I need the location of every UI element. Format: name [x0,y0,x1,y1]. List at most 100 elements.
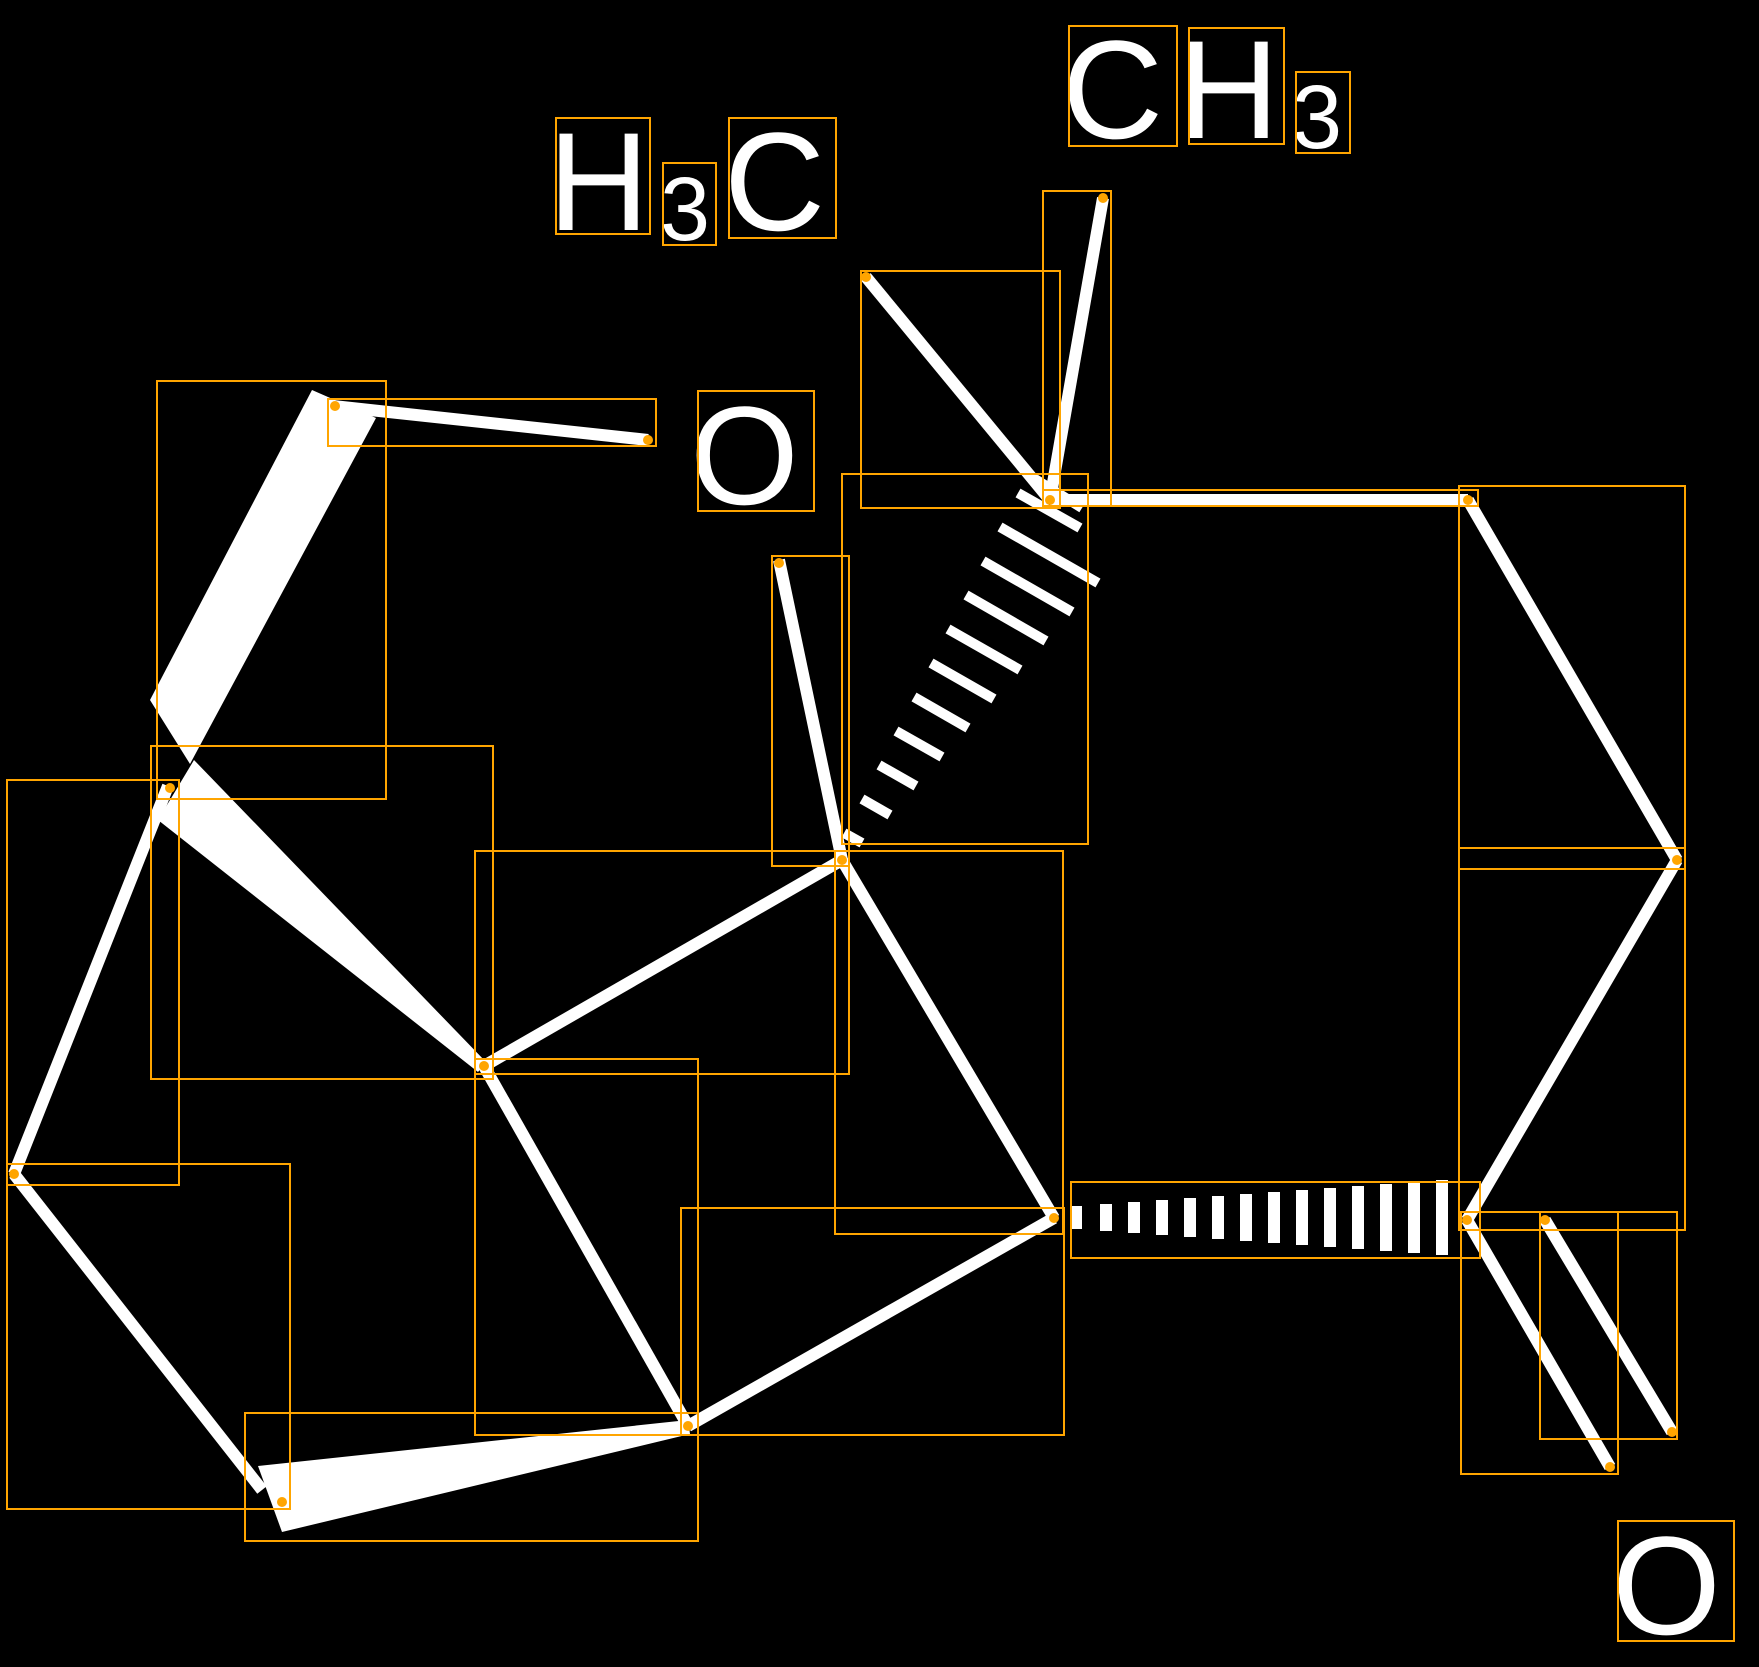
annotation-box [6,1163,291,1510]
ch3-c-label: C [1062,11,1163,168]
hash-line [1380,1184,1392,1251]
bond-line [481,854,845,1072]
hash-line [980,556,1075,617]
hash-line [963,590,1049,646]
bond-line [773,558,848,862]
bond-line [685,1212,1057,1432]
annotation-boxes [6,25,1735,1642]
bond-line [332,400,649,446]
annotation-box [474,1058,699,1436]
annotation-box [474,850,850,1075]
annotation-box [771,555,850,867]
anchor-dot [1098,193,1108,203]
h3c-3-subscript: 3 [660,160,710,260]
hash-line [1184,1198,1196,1237]
annotation-box [1042,489,1479,507]
bond-line [478,1063,694,1429]
annotation-box [6,779,180,1186]
anchor-dot [861,272,871,282]
annotation-box [697,390,815,512]
hash-line [1268,1192,1280,1243]
annotation-box [156,380,387,800]
annotation-box [1070,1181,1481,1259]
annotation-box [1295,71,1351,154]
hash-line [911,692,971,733]
anchor-dot [1045,495,1055,505]
annotation-box [150,745,494,1080]
hash-line [1100,1204,1112,1231]
bond-line [8,783,174,1177]
hash-line [928,658,997,704]
bond-line [1044,196,1109,502]
hash-line [1408,1182,1420,1253]
hash-line [945,624,1023,675]
annotation-box [728,117,837,239]
bonds [8,196,1683,1532]
hash-line [1072,1206,1082,1229]
ch3-h-label: H [1178,11,1279,168]
annotation-box [1617,1520,1735,1642]
anchor-dot [774,558,784,568]
wedge-bond [150,390,376,764]
bond-line [1462,496,1683,864]
anchor-dot [643,435,653,445]
hash-line [1015,488,1083,533]
anchor-dot [1605,1462,1615,1472]
anchor-dot [165,783,175,793]
hashed-bond [841,474,1101,848]
wedge-bond [258,1420,690,1532]
hash-line [1128,1202,1140,1233]
oxygen-bottom-label: O [1612,1507,1721,1664]
bond-line [861,273,1055,504]
anchor-dot [1049,1213,1059,1223]
hash-line [876,760,919,791]
annotation-box [680,1207,1065,1436]
annotation-box [1188,27,1285,145]
hash-line [841,828,865,848]
annotation-box [1068,25,1178,147]
anchor-dot [277,1497,287,1507]
annotation-box [662,162,717,246]
anchor-dot [1462,1215,1472,1225]
anchor-dot [1672,855,1682,865]
oxygen-top-label: O [690,377,799,534]
hash-line [1352,1186,1364,1249]
bond-line [1461,856,1683,1224]
hash-line [1212,1196,1224,1239]
bond-line [1539,1216,1678,1436]
hash-line [859,794,893,820]
hash-line [1296,1190,1308,1245]
anchor-dot [1667,1427,1677,1437]
hash-line [1156,1200,1168,1235]
bond-line [836,856,1060,1222]
atom-labels: H 3 C C H 3 O O [548,11,1721,1664]
annotation-box [244,1412,699,1542]
anchor-dot [479,1061,489,1071]
h3c-h-label: H [548,103,649,260]
annotation-box [834,850,1064,1235]
anchor-dot [9,1169,19,1179]
annotation-box [555,117,651,235]
anchor-dot [330,401,340,411]
ch3-3-subscript: 3 [1292,68,1342,168]
hashed-bond [1072,1180,1448,1255]
annotation-dots [9,193,1682,1507]
hash-line [1240,1194,1252,1241]
anchor-dot [1540,1215,1550,1225]
bond-line [1461,1216,1616,1471]
anchor-dot [683,1421,693,1431]
annotation-box [841,473,1089,845]
hash-line [1436,1180,1448,1255]
annotation-box [1458,847,1686,1231]
bond-line [9,1170,267,1494]
wedge-bond [158,760,486,1072]
annotation-box [1539,1211,1678,1440]
anchor-dot [1463,495,1473,505]
hash-line [893,726,945,762]
annotation-box [1458,485,1686,870]
annotation-box [860,270,1061,509]
hash-line [997,522,1101,588]
hash-line [1324,1188,1336,1247]
